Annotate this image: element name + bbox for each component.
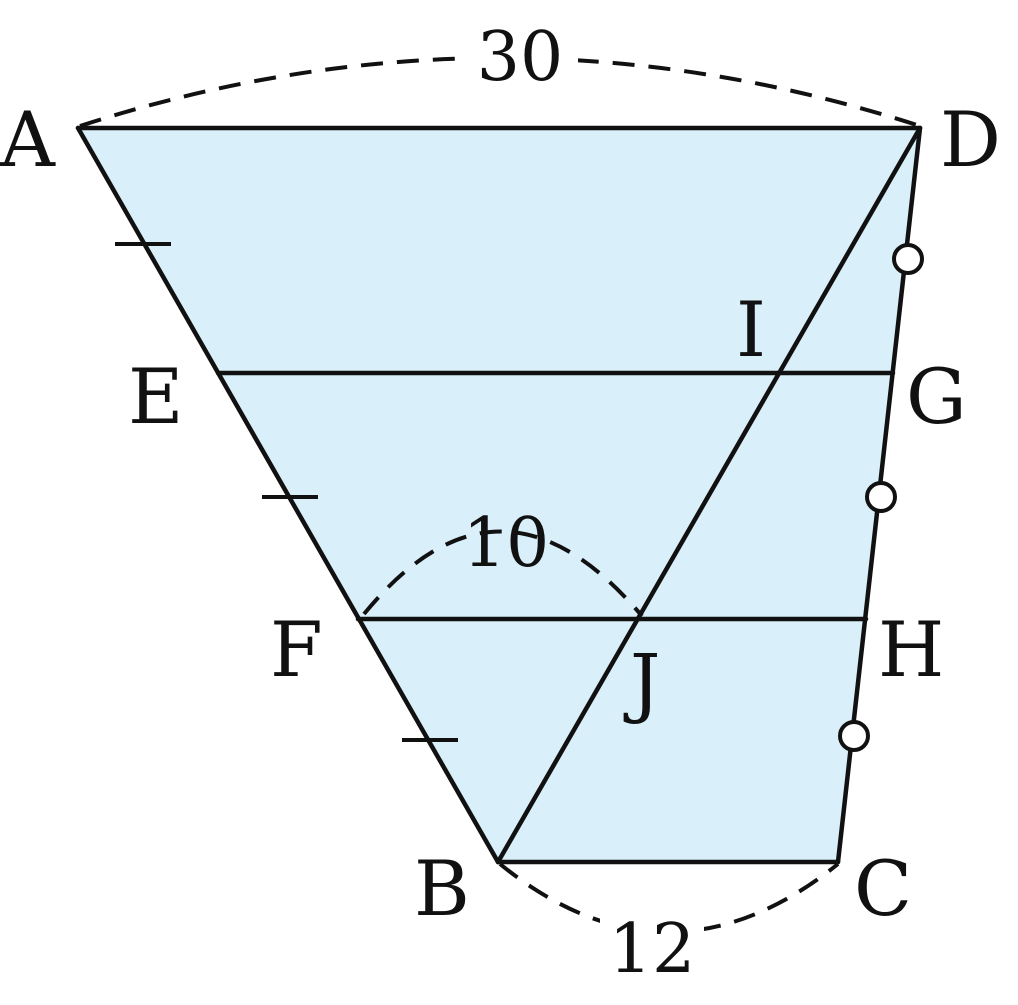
circle-mark-dg — [892, 243, 924, 275]
vertex-label-b: B — [414, 844, 470, 933]
circle-mark-hc — [838, 720, 870, 752]
label-bg-bc — [600, 904, 704, 982]
diagonal-db — [495, 125, 923, 865]
vertex-label-c: C — [854, 844, 912, 933]
vertex-label-i: I — [736, 285, 766, 374]
vertex-label-j: J — [623, 637, 660, 726]
measurement-ad: 30 — [477, 18, 564, 97]
vertex-label-h: H — [878, 605, 944, 694]
arc-ad — [79, 56, 921, 128]
measurement-fj: 10 — [463, 504, 550, 583]
circle-mark-gh — [865, 481, 897, 513]
vertex-label-f: F — [270, 605, 323, 694]
measurement-bc: 12 — [609, 910, 696, 989]
label-bg-ad — [462, 14, 578, 94]
vertex-label-d: D — [940, 95, 1001, 184]
trapezoid-fill — [78, 128, 920, 862]
vertex-label-e: E — [128, 352, 183, 441]
vertex-label-g: G — [906, 352, 967, 441]
arc-fj — [362, 529, 644, 618]
vertex-label-a: A — [0, 95, 56, 184]
